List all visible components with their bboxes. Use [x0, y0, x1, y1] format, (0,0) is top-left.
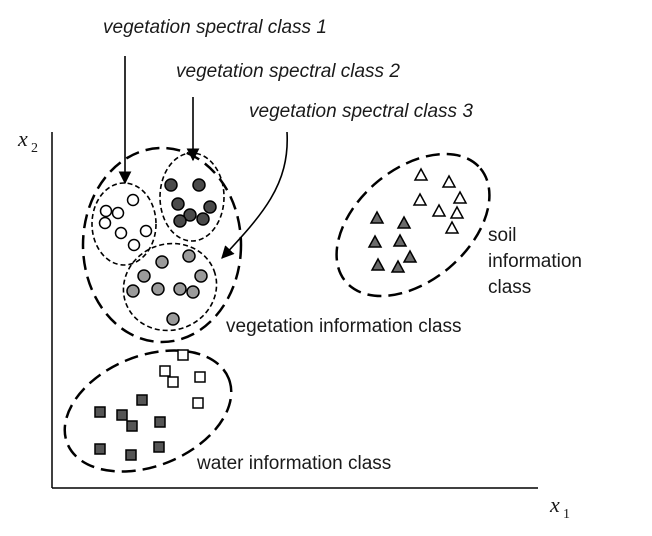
point [171, 197, 185, 211]
x-axis-subscript: 1 [563, 507, 570, 522]
point [155, 255, 169, 269]
triangle-point [370, 257, 386, 271]
water-info-label: water information class [196, 453, 391, 474]
label-spectral-class-3: vegetation spectral class 3 [249, 101, 473, 122]
y-axis-subscript: 2 [31, 141, 38, 156]
point [114, 226, 128, 240]
point [166, 312, 180, 326]
water-info-class-boundary [63, 349, 233, 473]
spectral-class-2-boundary [159, 152, 225, 242]
triangle-point [431, 203, 447, 217]
square-point [94, 443, 106, 455]
point [126, 193, 140, 207]
label-spectral-class-1: vegetation spectral class 1 [103, 17, 327, 38]
vegetation-info-class-boundary [81, 146, 243, 344]
label-spectral-class-2: vegetation spectral class 2 [176, 61, 400, 82]
vegetation-info-label: vegetation information class [226, 316, 462, 337]
square-point [177, 349, 189, 361]
triangle-point [441, 174, 457, 188]
triangle-point [367, 234, 383, 248]
triangle-point [390, 259, 406, 273]
point [164, 178, 178, 192]
point [151, 282, 165, 296]
square-point [125, 449, 137, 461]
point [173, 214, 187, 228]
triangle-point [402, 249, 418, 263]
soil-points [367, 167, 468, 273]
vegetation-class-2-points [164, 178, 217, 228]
point [192, 178, 206, 192]
spectral-class-3-boundary [122, 242, 218, 332]
soil-info-class-boundary [335, 152, 491, 298]
square-point [94, 406, 106, 418]
triangle-point [413, 167, 429, 181]
point [126, 284, 140, 298]
square-point [192, 397, 204, 409]
point [182, 249, 196, 263]
x-axis-label: x [549, 492, 560, 517]
point [194, 269, 208, 283]
triangle-point [392, 233, 408, 247]
triangle-point [449, 205, 465, 219]
triangle-point [369, 210, 385, 224]
soil-label-line-2: information [488, 251, 582, 272]
point [99, 204, 113, 218]
square-point [167, 376, 179, 388]
spectral-class-1-boundary [91, 182, 157, 266]
square-point [136, 394, 148, 406]
point [173, 282, 187, 296]
triangle-point [412, 192, 428, 206]
point [196, 212, 210, 226]
triangle-point [444, 220, 460, 234]
y-axis-label: x [17, 126, 28, 151]
square-point [116, 409, 128, 421]
point [186, 285, 200, 299]
square-point [126, 420, 138, 432]
square-point [159, 365, 171, 377]
point [139, 224, 153, 238]
soil-label-line-3: class [488, 277, 531, 298]
triangle-point [396, 215, 412, 229]
water-points [94, 349, 206, 461]
vegetation-class-3-points [126, 249, 208, 326]
point [183, 208, 197, 222]
square-point [154, 416, 166, 428]
square-point [153, 441, 165, 453]
point [111, 206, 125, 220]
arrow-to-class-3 [221, 131, 288, 259]
soil-label-line-1: soil [488, 225, 517, 246]
point [127, 238, 141, 252]
point [203, 200, 217, 214]
square-point [194, 371, 206, 383]
point [98, 216, 112, 230]
vegetation-class-1-points [98, 193, 153, 252]
triangle-point [452, 190, 468, 204]
point [137, 269, 151, 283]
